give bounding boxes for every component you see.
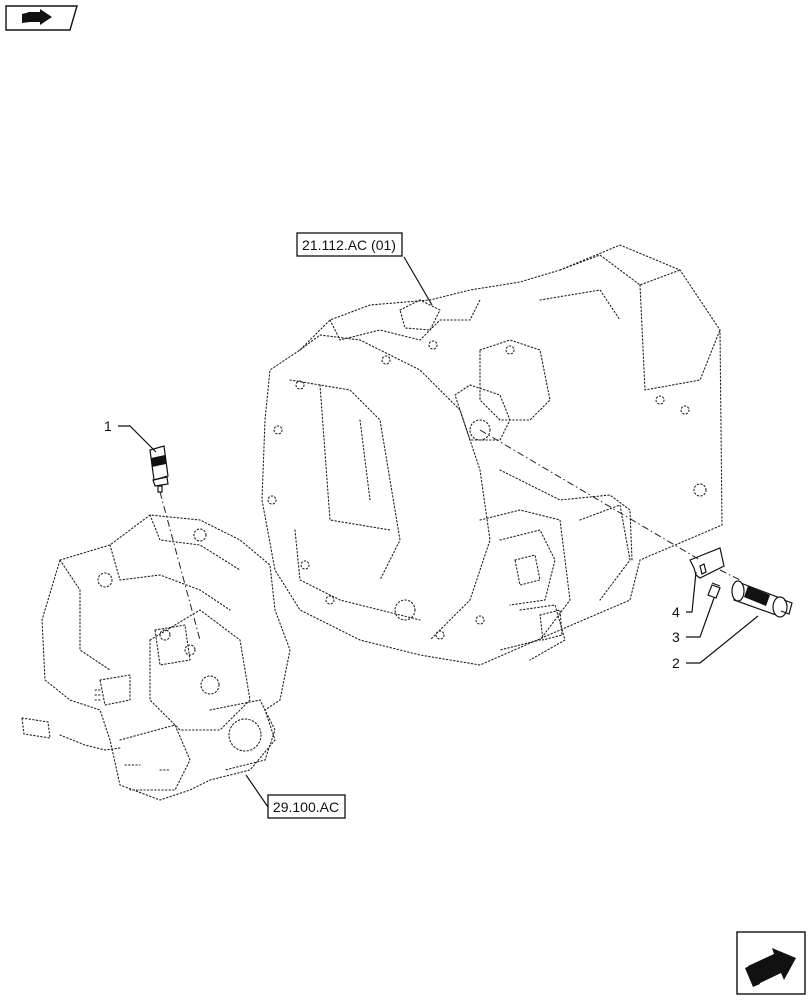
assembly-axis-lines — [159, 429, 741, 641]
leader-lines — [118, 256, 759, 808]
fitting-part — [731, 580, 793, 618]
book-arrow-icon[interactable] — [5, 5, 78, 31]
screw-part — [707, 582, 721, 599]
transmission-housing — [261, 244, 723, 666]
reference-transmission[interactable]: 21.112.AC (01) — [296, 232, 403, 257]
callout-1: 1 — [104, 418, 112, 434]
pressure-switch-part — [149, 445, 169, 493]
callout-2: 2 — [672, 655, 680, 671]
next-page-arrow-icon[interactable] — [736, 931, 806, 995]
hydraulic-pump — [21, 514, 291, 801]
clip-part — [689, 547, 725, 579]
reference-pump-label: 29.100.AC — [273, 799, 339, 815]
callout-3: 3 — [672, 629, 680, 645]
reference-transmission-label: 21.112.AC (01) — [302, 237, 396, 253]
reference-pump[interactable]: 29.100.AC — [267, 794, 346, 819]
callout-4: 4 — [672, 604, 680, 620]
